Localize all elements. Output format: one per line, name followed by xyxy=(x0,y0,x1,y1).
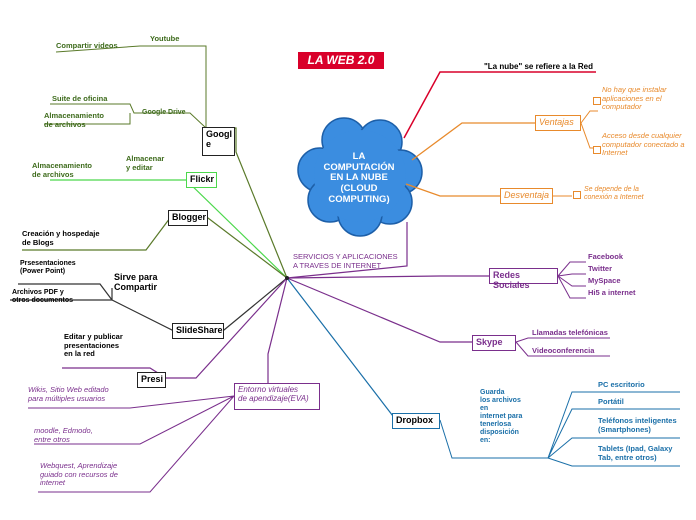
device-item: Teléfonos inteligentes (Smartphones) xyxy=(598,416,677,434)
dropbox-node: Dropbox xyxy=(392,413,440,429)
slideshare-item: Archivos PDF y otros documentos xyxy=(12,289,74,305)
map-title: LA WEB 2.0 xyxy=(298,52,384,69)
redes-sociales-node: Redes Sociales xyxy=(489,268,558,290)
skype-item: Videoconferencia xyxy=(532,346,595,355)
device-item: Tablets (Ipad, Galaxy Tab, entre otros) xyxy=(598,444,673,462)
skype-item: Llamadas telefónicas xyxy=(532,328,608,337)
eva-item: Webquest, Aprendizaje guiado con recurso… xyxy=(40,461,118,488)
ventaja-item: No hay que instalar aplicaciones en el c… xyxy=(602,85,667,112)
skype-node: Skype xyxy=(472,335,516,351)
nube-definition: "La nube" se refiere a la Red xyxy=(484,62,593,71)
sirve-compartir-label: Sirve para Compartir xyxy=(114,272,158,293)
eva-node: Entorno virtuales de apendizaje(EVA) xyxy=(234,383,320,410)
desventaja-item: Se depende de la conexión a Internet xyxy=(584,186,644,202)
ventaja-item: Acceso desde cualquier computador conect… xyxy=(602,131,685,158)
red-item: MySpace xyxy=(588,276,621,285)
compartir-videos-label: Compartir videos xyxy=(56,41,118,50)
blogger-item: Creación y hospedaje de Blogs xyxy=(22,229,100,247)
google-drive-label: Google Drive xyxy=(142,109,186,116)
eva-item: moodle, Edmodo, entre otros xyxy=(34,426,93,444)
dropbox-description: Guarda los archivos en internet para ten… xyxy=(480,389,523,445)
red-item: Twitter xyxy=(588,264,613,273)
slideshare-node: SlideShare xyxy=(172,323,224,339)
device-item: PC escritorio xyxy=(598,380,645,389)
checkbox-icon xyxy=(593,146,601,154)
presi-node: Presi xyxy=(137,372,166,388)
central-topic: LA COMPUTACIÓN EN LA NUBE (CLOUD COMPUTI… xyxy=(323,151,395,205)
almacenamiento-flickr-label: Almacenamiento de archivos xyxy=(32,161,93,179)
slideshare-item: Prsesentaciones (Power Point) xyxy=(20,260,76,276)
presi-item: Editar y publicar presentaciones en la r… xyxy=(64,332,123,359)
red-item: Facebook xyxy=(588,252,624,261)
red-item: Hi5 a internet xyxy=(588,288,636,297)
youtube-label: Youtube xyxy=(150,34,180,43)
cloud-shape xyxy=(297,117,423,237)
checkbox-icon xyxy=(593,97,601,105)
blogger-node: Blogger xyxy=(168,210,208,226)
services-label: SERVICIOS Y APLICACIONES A TRAVES DE INT… xyxy=(293,252,398,270)
desventaja-node: Desventaja xyxy=(500,188,553,204)
suite-oficina-label: Suite de oficina xyxy=(52,94,108,103)
device-item: Portátil xyxy=(598,397,624,406)
eva-item: Wikis, Sitio Web editado para múltiples … xyxy=(28,385,109,403)
checkbox-icon xyxy=(573,191,581,199)
google-node: Googl e xyxy=(202,127,235,156)
almacenar-editar-label: Almacenar y editar xyxy=(126,154,165,172)
ventajas-node: Ventajas xyxy=(535,115,581,131)
almacenamiento-drive-label: Almacenamiento de archivos xyxy=(44,111,105,129)
flickr-node: Flickr xyxy=(186,172,217,188)
